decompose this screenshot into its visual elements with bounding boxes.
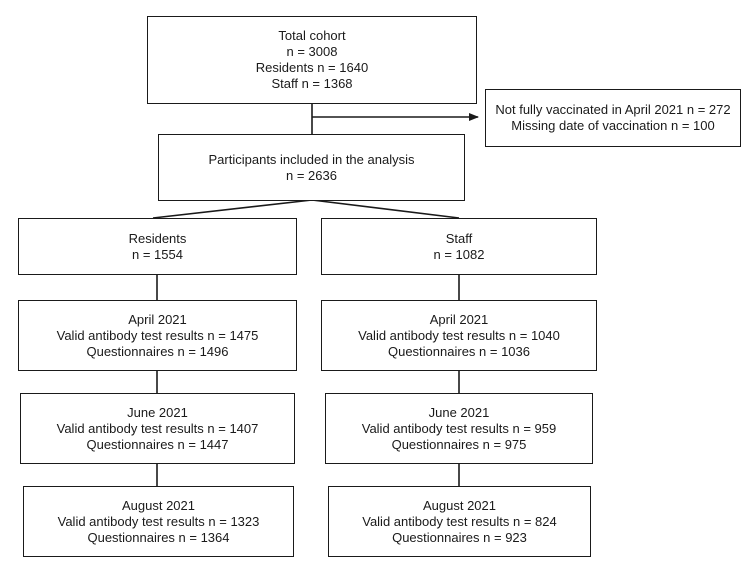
residents-june-antibody: Valid antibody test results n = 1407 xyxy=(56,420,259,436)
residents-august-antibody: Valid antibody test results n = 1323 xyxy=(57,513,260,529)
staff-group-title: Staff xyxy=(445,230,473,246)
staff-june-box: June 2021 Valid antibody test results n … xyxy=(325,393,593,464)
staff-june-questionnaires: Questionnaires n = 975 xyxy=(391,436,527,452)
residents-june-questionnaires: Questionnaires n = 1447 xyxy=(86,436,229,452)
total-cohort-staff: Staff n = 1368 xyxy=(271,76,353,91)
total-cohort-count: n = 3008 xyxy=(286,44,338,59)
total-cohort-residents: Residents n = 1640 xyxy=(255,60,369,75)
staff-april-questionnaires: Questionnaires n = 1036 xyxy=(387,343,531,359)
residents-august-questionnaires: Questionnaires n = 1364 xyxy=(87,529,230,545)
residents-june-box: June 2021 Valid antibody test results n … xyxy=(20,393,295,464)
staff-june-antibody: Valid antibody test results n = 959 xyxy=(361,420,557,436)
residents-april-box: April 2021 Valid antibody test results n… xyxy=(18,300,297,371)
staff-group-count: n = 1082 xyxy=(433,246,485,262)
residents-august-title: August 2021 xyxy=(121,497,195,513)
excluded-missing-date: Missing date of vaccination n = 100 xyxy=(511,118,715,133)
excluded-box: Not fully vaccinated in April 2021 n = 2… xyxy=(485,89,741,147)
staff-april-antibody: Valid antibody test results n = 1040 xyxy=(358,327,560,343)
total-cohort-title: Total cohort xyxy=(278,28,346,43)
included-count: n = 2636 xyxy=(286,167,337,183)
residents-group-title: Residents xyxy=(128,230,187,246)
residents-april-questionnaires: Questionnaires n = 1496 xyxy=(86,343,229,359)
included-title: Participants included in the analysis xyxy=(208,151,415,167)
connector-included-to-staff xyxy=(311,199,460,219)
residents-group-count: n = 1554 xyxy=(132,246,183,262)
staff-april-box: April 2021 Valid antibody test results n… xyxy=(321,300,597,371)
residents-june-title: June 2021 xyxy=(127,404,188,420)
included-box: Participants included in the analysis n … xyxy=(158,134,465,201)
residents-april-antibody: Valid antibody test results n = 1475 xyxy=(56,327,259,343)
staff-august-antibody: Valid antibody test results n = 824 xyxy=(362,513,557,529)
residents-group-box: Residents n = 1554 xyxy=(18,218,297,275)
staff-august-questionnaires: Questionnaires n = 923 xyxy=(392,529,527,545)
residents-april-title: April 2021 xyxy=(128,311,187,327)
staff-group-box: Staff n = 1082 xyxy=(321,218,597,275)
staff-april-title: April 2021 xyxy=(429,311,489,327)
residents-august-box: August 2021 Valid antibody test results … xyxy=(23,486,294,557)
staff-august-box: August 2021 Valid antibody test results … xyxy=(328,486,591,557)
excluded-not-vaccinated: Not fully vaccinated in April 2021 n = 2… xyxy=(495,102,731,117)
connector-included-to-residents xyxy=(152,199,313,219)
total-cohort-box: Total cohort n = 3008 Residents n = 1640… xyxy=(147,16,477,104)
staff-june-title: June 2021 xyxy=(428,404,490,420)
staff-august-title: August 2021 xyxy=(422,497,496,513)
